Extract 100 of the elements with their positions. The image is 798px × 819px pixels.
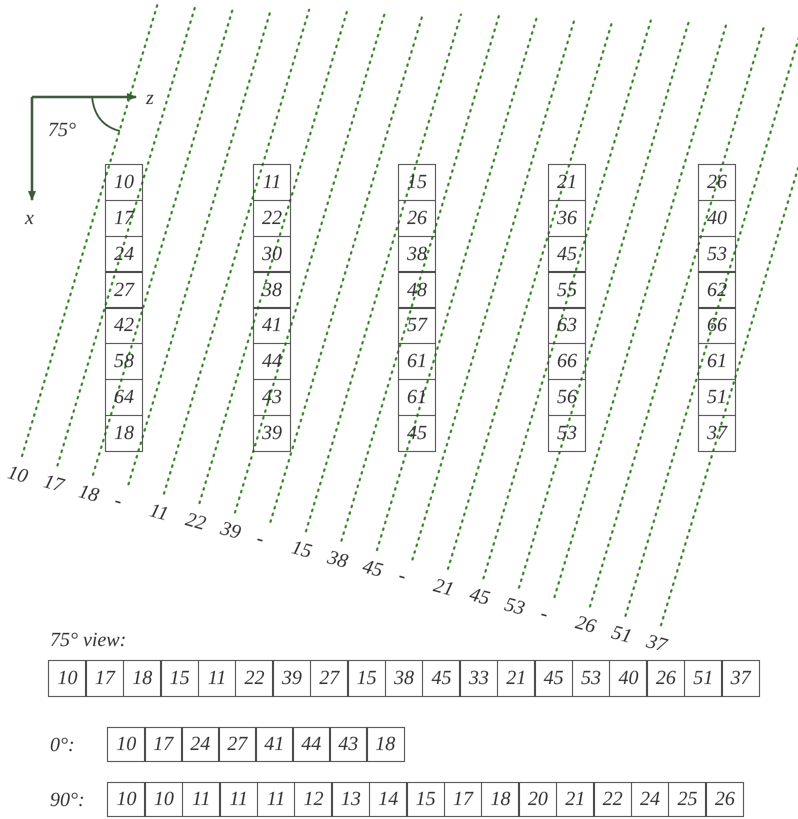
number-cell: 51 [698, 378, 736, 416]
number-cell: 37 [698, 414, 736, 452]
number-cell: 44 [253, 343, 291, 380]
number-cell: 15 [347, 660, 386, 697]
number-cell: 43 [329, 727, 368, 762]
number-cell: 17 [85, 660, 124, 697]
number-cell: 25 [668, 782, 707, 817]
axis-label: x [25, 208, 34, 228]
number-cell: 61 [398, 378, 436, 416]
number-cell: 53 [698, 236, 736, 273]
number-cell: 38 [253, 271, 291, 309]
number-cell: 45 [534, 660, 574, 697]
number-cell: 63 [548, 307, 586, 344]
sequence-number: 37 [644, 632, 669, 656]
number-cell: 24 [105, 236, 143, 273]
number-cell: 10 [144, 782, 184, 817]
number-cell: 12 [294, 782, 333, 817]
number-cell: 38 [398, 236, 436, 273]
sequence-number: 21 [431, 575, 456, 600]
number-cell: 27 [310, 660, 349, 697]
number-cell: 64 [105, 378, 143, 416]
axis-label: z [146, 88, 154, 108]
number-cell: 30 [253, 236, 291, 273]
number-cell: 10 [107, 727, 146, 762]
number-cell: 58 [105, 343, 143, 380]
number-cell: 51 [684, 660, 723, 697]
number-cell: 33 [459, 660, 498, 697]
number-cell: 66 [698, 307, 736, 344]
number-cell: 45 [548, 236, 586, 273]
number-cell: 61 [698, 343, 736, 380]
sequence-number: 38 [324, 546, 350, 572]
number-cell: 18 [122, 660, 162, 697]
number-cell: 14 [368, 782, 408, 817]
number-cell: 18 [105, 414, 143, 452]
number-cell: 21 [556, 782, 595, 817]
number-cell: 53 [548, 414, 586, 452]
angle-label: 75° [48, 120, 76, 140]
sequence-number: 39 [218, 518, 243, 544]
number-cell: 11 [182, 782, 221, 817]
sequence-number: 45 [466, 584, 492, 610]
number-cell: 10 [105, 164, 143, 202]
number-cell: 20 [518, 782, 558, 817]
number-cell: 15 [160, 660, 200, 697]
sequence-number: - [254, 528, 266, 550]
sequence-number: - [396, 566, 408, 587]
number-cell: 45 [398, 414, 436, 452]
row-label: 75° view: [50, 630, 126, 650]
number-cell: 41 [253, 307, 291, 344]
number-cell: 22 [235, 660, 274, 697]
number-cell: 44 [292, 727, 330, 762]
number-cell: 56 [548, 378, 586, 416]
number-cell: 62 [698, 271, 736, 309]
sequence-number: 18 [76, 481, 101, 506]
number-cell: 22 [593, 782, 632, 817]
number-cell: 10 [48, 660, 87, 697]
number-cell: 48 [398, 271, 436, 309]
number-cell: 53 [572, 660, 610, 697]
number-cell: 10 [107, 782, 146, 817]
number-cell: 17 [144, 727, 182, 762]
number-cell: 26 [698, 164, 736, 202]
number-cell: 26 [646, 660, 686, 697]
number-cell: 41 [255, 727, 294, 762]
sequence-number: 17 [40, 472, 66, 496]
number-cell: 57 [398, 307, 436, 344]
number-cell: 11 [256, 782, 296, 817]
number-cell: 61 [398, 343, 436, 380]
number-cell: 36 [548, 200, 586, 238]
number-cell: 40 [609, 660, 648, 697]
number-cell: 18 [366, 727, 404, 762]
number-cell: 22 [253, 200, 291, 238]
sequence-number: 45 [360, 556, 385, 581]
number-cell: 11 [253, 164, 291, 202]
number-cell: 27 [105, 271, 143, 309]
number-cell: 24 [181, 727, 220, 762]
sequence-number: 53 [502, 594, 527, 618]
number-cell: 13 [331, 782, 370, 817]
number-cell: 39 [253, 414, 291, 452]
number-cell: 24 [630, 782, 670, 817]
sequence-number: 11 [147, 500, 170, 524]
number-cell: 40 [698, 200, 736, 238]
number-cell: 38 [384, 660, 424, 697]
number-cell: 17 [444, 782, 482, 817]
number-cell: 17 [105, 200, 143, 238]
sequence-number: 10 [5, 462, 30, 487]
number-cell: 11 [198, 660, 236, 697]
number-cell: 27 [218, 727, 256, 762]
number-cell: 55 [548, 271, 586, 309]
number-cell: 39 [272, 660, 312, 697]
row-label: 0°: [50, 735, 75, 755]
number-cell: 66 [548, 343, 586, 380]
sequence-number: - [112, 490, 124, 512]
number-cell: 26 [398, 200, 436, 238]
number-cell: 26 [705, 782, 744, 817]
number-cell: 37 [721, 660, 760, 697]
sequence-number: - [538, 603, 550, 624]
number-cell: 42 [105, 307, 143, 344]
number-cell: 21 [548, 164, 586, 202]
number-cell: 43 [253, 378, 291, 416]
sequence-number: 15 [289, 538, 314, 562]
number-cell: 15 [398, 164, 436, 202]
